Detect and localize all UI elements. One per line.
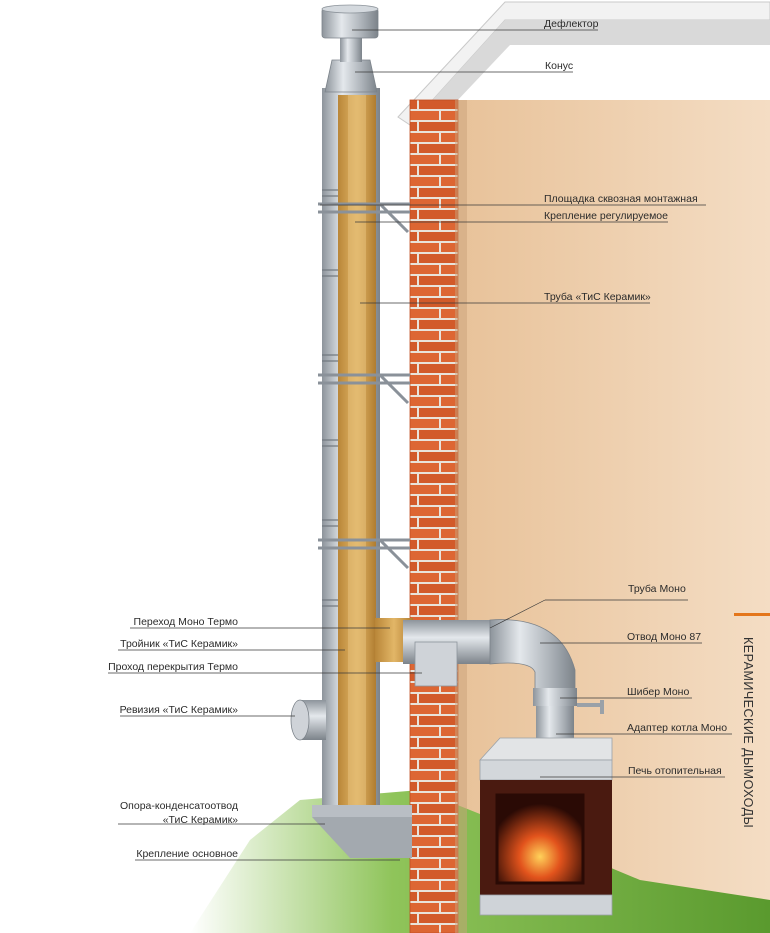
label-pipe-mono: Труба Моно bbox=[628, 583, 686, 595]
chimney-pipe bbox=[321, 4, 380, 808]
leader-lines bbox=[108, 29, 732, 861]
side-title: КЕРАМИЧЕСКИЕ ДЫМОХОДЫ bbox=[741, 637, 755, 829]
label-damper: Шибер Моно bbox=[627, 686, 690, 698]
label-transition: Переход Моно Термо bbox=[133, 616, 238, 628]
label-base-mount: Крепление основное bbox=[136, 848, 238, 860]
label-pipe-ceramic: Труба «ТиС Керамик» bbox=[544, 291, 651, 303]
tee-connection bbox=[375, 618, 604, 740]
label-adapter: Адаптер котла Моно bbox=[627, 722, 728, 734]
wall-brackets bbox=[318, 202, 410, 570]
label-deflector: Дефлектор bbox=[544, 18, 599, 30]
label-platform: Площадка сквозная монтажная bbox=[544, 193, 698, 205]
label-bend: Отвод Моно 87 bbox=[627, 631, 702, 643]
brick-column bbox=[409, 99, 467, 933]
stove bbox=[479, 737, 613, 916]
revision-cap bbox=[290, 699, 326, 741]
label-revision: Ревизия «ТиС Керамик» bbox=[119, 704, 238, 716]
label-floor-pass: Проход перекрытия Термо bbox=[108, 661, 238, 673]
label-support-line1: Опора-конденсатоотвод bbox=[120, 800, 238, 812]
label-bracket: Крепление регулируемое bbox=[544, 210, 668, 222]
label-support-line2: «ТиС Керамик» bbox=[162, 814, 238, 826]
label-cone: Конус bbox=[545, 60, 574, 72]
label-tee: Тройник «ТиС Керамик» bbox=[120, 638, 238, 650]
support-base bbox=[312, 805, 412, 858]
side-accent-bar bbox=[734, 613, 770, 616]
label-stove: Печь отопительная bbox=[628, 765, 722, 777]
